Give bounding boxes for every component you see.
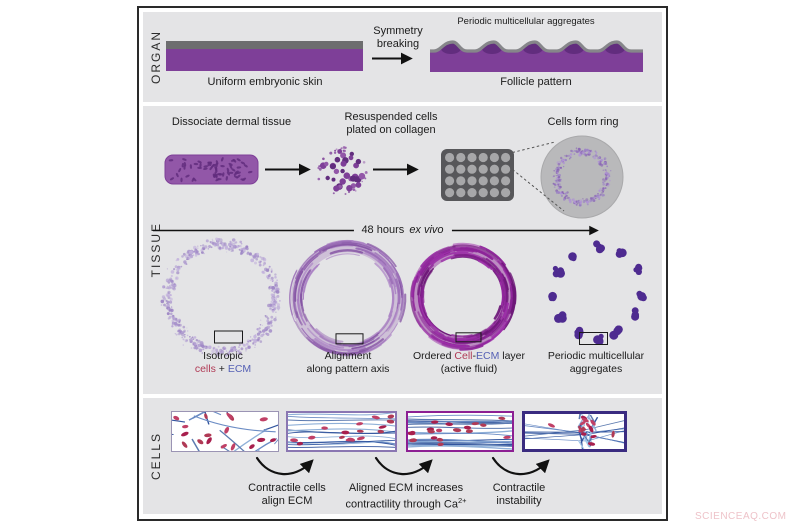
cell-ecm-box-isotropic	[171, 411, 279, 452]
aligned-fibers	[408, 414, 512, 450]
ring1-caption: Isotropic cells + ECM	[194, 350, 252, 375]
ring4-caption: Periodic multicellular aggregates	[547, 350, 645, 375]
cell-ecm-box-aligned	[406, 411, 514, 452]
cells-form-ring-label: Cells form ring	[547, 116, 619, 128]
ring2-caption: Alignment along pattern axis	[306, 350, 390, 375]
cells-panel: CELLS Contractile cells align ECM Aligne…	[143, 398, 662, 514]
figure-frame: ORGAN Uniform embryonic skin Symmetry br…	[137, 6, 668, 521]
cells-section-label: CELLS	[149, 431, 163, 481]
contractile-instability-label: Contractile instability	[492, 482, 546, 507]
timeline-label: 48 hours ex vivo	[353, 223, 452, 237]
tissue-panel: TISSUE Dissociate dermal tissue Resuspen…	[143, 106, 662, 394]
periodic-aggregates-label: Periodic multicellular aggregates	[457, 16, 595, 27]
ring-stage-ordered	[410, 242, 517, 351]
organ-panel: ORGAN Uniform embryonic skin Symmetry br…	[143, 12, 662, 102]
epidermis-layer	[166, 41, 363, 49]
semi-aligned-fibers	[288, 413, 395, 448]
semi-aligned-cells	[290, 414, 395, 446]
cell-suspension-illustration	[317, 146, 368, 195]
ring-stage-isotropic	[160, 237, 281, 357]
process-arrow-icon	[255, 456, 314, 476]
resuspended-cells-label: Resuspended cells plated on collagen	[344, 111, 438, 136]
ring-stages-illustration	[160, 141, 647, 357]
aligned-ecm-label: Aligned ECM increases contractility thro…	[345, 482, 467, 511]
aligned-cells	[408, 416, 511, 447]
zoom-region-boxes	[214, 330, 608, 345]
suspension-dots	[317, 146, 368, 195]
follicle-pattern-illustration	[430, 40, 643, 72]
dermal-tissue-illustration	[164, 154, 259, 185]
ring3-caption: Ordered Cell-ECM layer (active fluid)	[412, 350, 526, 375]
step-arrow-icon	[265, 163, 311, 176]
tissue-speckles	[168, 157, 253, 183]
follicle-pattern-caption: Follicle pattern	[500, 76, 572, 88]
dish-cell-ring	[552, 147, 612, 207]
ring-stage-aggregates	[548, 240, 647, 345]
cell-ecm-box-aggregate	[522, 411, 627, 452]
process-arrow-icon	[374, 456, 433, 476]
uniform-skin-caption: Uniform embryonic skin	[207, 76, 323, 88]
random-cells	[173, 412, 276, 451]
well-plate-illustration	[441, 149, 514, 201]
uniform-skin-illustration	[166, 41, 363, 71]
magnifier-dashed-lines	[512, 141, 565, 212]
organ-section-label: ORGAN	[149, 29, 163, 84]
random-fibers	[172, 412, 278, 451]
step-arrow-icon	[373, 163, 419, 176]
contractile-cells-label: Contractile cells align ECM	[248, 482, 326, 507]
process-arrow-icon	[491, 456, 550, 476]
watermark: SCIENCEAQ.COM	[695, 511, 787, 522]
converging-fibers	[525, 420, 624, 444]
cell-ecm-box-semi-aligned	[286, 411, 397, 452]
culture-well-zoom-illustration	[540, 135, 624, 219]
dermis-layer	[166, 49, 363, 71]
symmetry-breaking-label: Symmetry breaking	[373, 25, 423, 50]
ring-stage-aligned	[289, 239, 407, 357]
cluster-cells	[547, 415, 615, 446]
dissociate-tissue-label: Dissociate dermal tissue	[171, 116, 292, 128]
symmetry-breaking-arrow-icon	[372, 52, 413, 65]
